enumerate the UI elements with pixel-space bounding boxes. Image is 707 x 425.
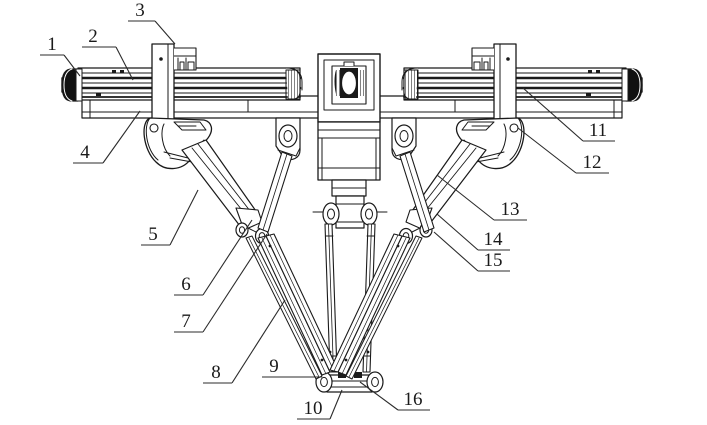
callout-label-8: 8 bbox=[211, 362, 221, 383]
central-motor-housing bbox=[317, 53, 381, 197]
right-carriage-plate bbox=[471, 43, 517, 123]
callout-leader-12 bbox=[517, 127, 577, 174]
callout-label-10: 10 bbox=[304, 398, 323, 419]
right-rail-end-cap bbox=[621, 68, 643, 102]
callout-label-9: 9 bbox=[269, 356, 279, 377]
left-inner-link bbox=[257, 117, 301, 233]
left-linear-rail-assembly bbox=[61, 67, 303, 102]
callout-leader-16 bbox=[359, 381, 399, 411]
callout-leader-14 bbox=[436, 213, 479, 251]
callout-label-13: 13 bbox=[501, 199, 520, 220]
left-rail-end-cap bbox=[61, 68, 83, 102]
right-secondary-rod bbox=[345, 235, 423, 380]
callout-leader-8 bbox=[231, 299, 286, 384]
left-proximal-arm bbox=[143, 117, 270, 245]
callout-leader-3 bbox=[154, 20, 176, 45]
callout-leader-4 bbox=[102, 110, 141, 164]
callout-leader-15 bbox=[433, 231, 479, 272]
callout-label-3: 3 bbox=[135, 0, 145, 21]
right-parallel-rods bbox=[329, 233, 411, 376]
callout-leader-1 bbox=[63, 54, 81, 77]
callout-label-15: 15 bbox=[484, 250, 503, 271]
callout-label-5: 5 bbox=[148, 224, 158, 245]
central-vertical-linkage bbox=[312, 195, 388, 393]
callout-leader-2 bbox=[115, 46, 134, 81]
callout-label-6: 6 bbox=[181, 274, 191, 295]
right-linear-rail-assembly bbox=[401, 67, 643, 102]
callout-label-11: 11 bbox=[589, 120, 607, 141]
left-rail-knurl bbox=[285, 69, 301, 100]
callout-label-1: 1 bbox=[47, 34, 57, 55]
left-secondary-rod bbox=[245, 235, 323, 380]
callout-leader-6 bbox=[202, 219, 253, 296]
callout-label-12: 12 bbox=[583, 152, 602, 173]
callout-layer bbox=[40, 20, 615, 420]
callout-label-2: 2 bbox=[88, 26, 98, 47]
callout-label-16: 16 bbox=[404, 389, 423, 410]
callout-leader-13 bbox=[436, 174, 495, 221]
left-parallel-rods bbox=[257, 233, 339, 376]
callout-label-14: 14 bbox=[484, 229, 504, 250]
right-rail-knurl bbox=[403, 69, 419, 100]
callout-leader-10 bbox=[329, 389, 343, 420]
callout-leader-11 bbox=[522, 87, 584, 142]
callout-leader-5 bbox=[169, 189, 199, 246]
callout-label-7: 7 bbox=[181, 311, 191, 332]
callout-leader-7 bbox=[202, 233, 268, 333]
callout-label-4: 4 bbox=[80, 142, 90, 163]
right-inner-link bbox=[391, 117, 435, 233]
